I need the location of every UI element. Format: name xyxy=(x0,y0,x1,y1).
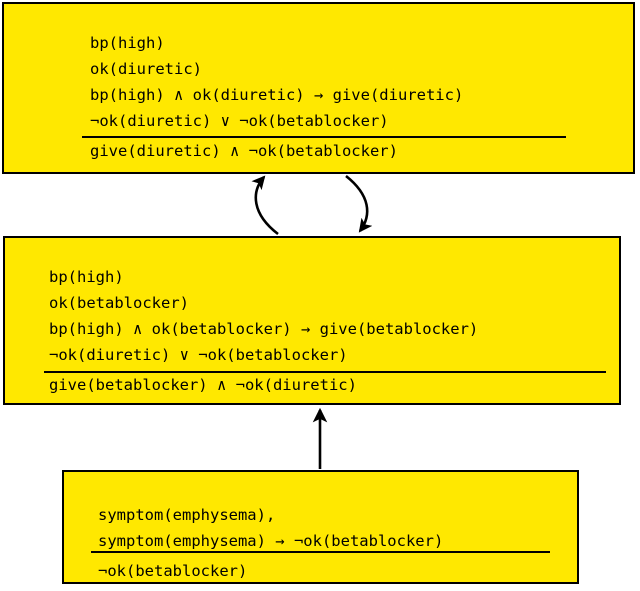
conclusion-line: give(betablocker) ∧ ¬ok(diuretic) xyxy=(49,376,357,394)
inference-rule-bar-top xyxy=(82,136,566,138)
conclusion-line: give(diuretic) ∧ ¬ok(betablocker) xyxy=(90,142,398,160)
premise-line: bp(high) ∧ ok(betablocker) → give(betabl… xyxy=(49,320,479,338)
diuretic-argument-lines: bp(high) ok(diuretic) bp(high) ∧ ok(diur… xyxy=(90,30,463,164)
premise-line: bp(high) ∧ ok(diuretic) → give(diuretic) xyxy=(90,86,464,104)
inference-rule-bar-middle xyxy=(44,371,606,373)
emphysema-argument-lines: symptom(emphysema), symptom(emphysema) →… xyxy=(98,502,443,584)
inference-rule-bar-bottom xyxy=(91,551,550,553)
attack-arrow-top-to-middle[interactable] xyxy=(345,174,373,233)
premise-line: bp(high) xyxy=(49,268,124,286)
emphysema-argument-box[interactable]: symptom(emphysema), symptom(emphysema) →… xyxy=(62,470,579,584)
conclusion-line: ¬ok(betablocker) xyxy=(98,562,248,580)
premise-line: bp(high) xyxy=(90,34,165,52)
diuretic-argument-box[interactable]: bp(high) ok(diuretic) bp(high) ∧ ok(diur… xyxy=(2,2,635,174)
premise-line: ok(diuretic) xyxy=(90,60,202,78)
betablocker-argument-box[interactable]: bp(high) ok(betablocker) bp(high) ∧ ok(b… xyxy=(3,236,621,405)
premise-line: symptom(emphysema) → ¬ok(betablocker) xyxy=(98,532,444,550)
premise-line: ¬ok(diuretic) ∨ ¬ok(betablocker) xyxy=(90,112,389,130)
premise-line: symptom(emphysema), xyxy=(98,506,276,524)
premise-line: ok(betablocker) xyxy=(49,294,189,312)
betablocker-argument-lines: bp(high) ok(betablocker) bp(high) ∧ ok(b… xyxy=(49,264,478,398)
premise-line: ¬ok(diuretic) ∨ ¬ok(betablocker) xyxy=(49,346,348,364)
attack-arrow-middle-to-top[interactable] xyxy=(251,175,279,236)
